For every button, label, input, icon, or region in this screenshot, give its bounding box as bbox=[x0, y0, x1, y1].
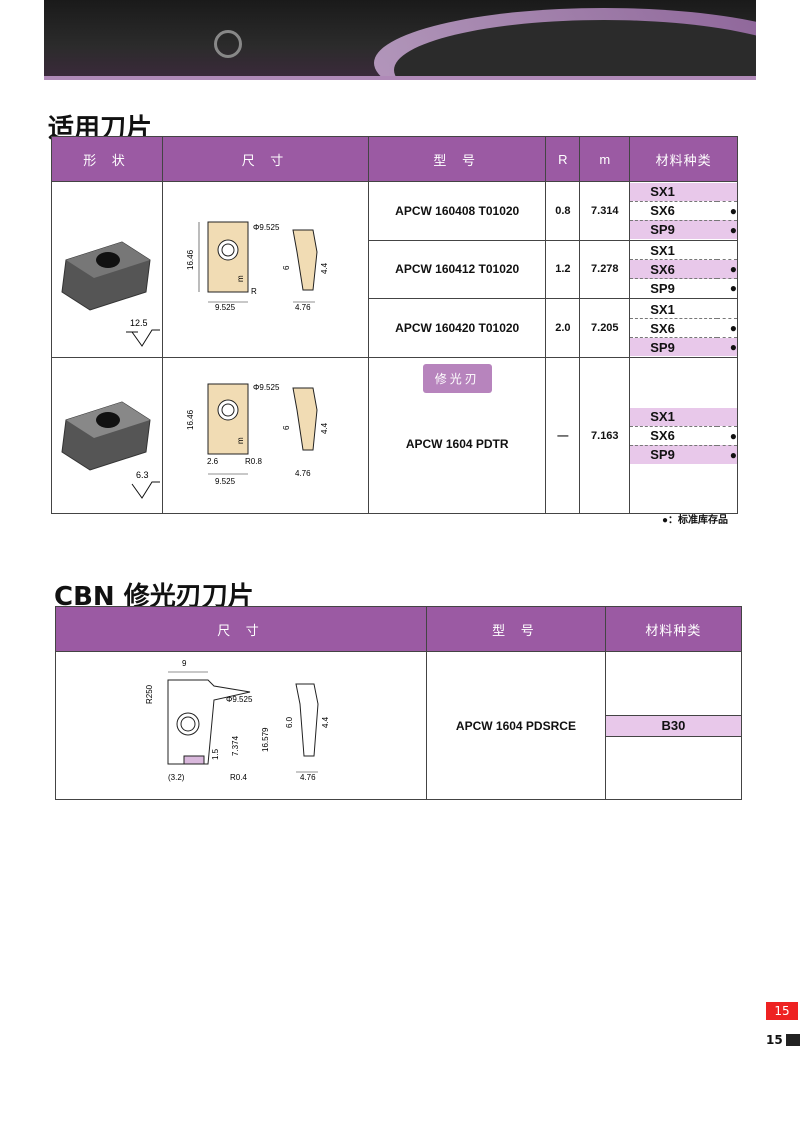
grade-label: SP9 bbox=[630, 278, 717, 298]
insert-photo-1: 12.5 bbox=[61, 241, 160, 347]
insert-photo-cell-2: 6.3 bbox=[51, 357, 163, 514]
dim-w: (3.2) bbox=[168, 773, 185, 782]
screw-icon bbox=[214, 30, 242, 58]
stock-note: ●：标准库存品 bbox=[662, 515, 729, 526]
dim-d6: 6.0 bbox=[285, 716, 294, 728]
grade-label: SP9 bbox=[630, 337, 717, 357]
grade-label: SX1 bbox=[650, 301, 675, 317]
r-cell: 1.2 bbox=[545, 239, 581, 300]
material-cell: SX1 SX6● SP9● bbox=[629, 239, 738, 300]
grade-label: SX6 bbox=[630, 318, 717, 338]
model-cell: APCW 160420 T01020 bbox=[367, 298, 547, 358]
header-banner bbox=[44, 0, 756, 80]
material-cell: SX1 SX6● SP9● bbox=[629, 298, 738, 358]
cbn-table: 尺 寸 型 号 材料种类 9 R250 Φ9.525 16.579 7.374 … bbox=[55, 606, 743, 800]
material-cell: SX1 SX6● SP9● bbox=[629, 181, 738, 241]
header-m: m bbox=[579, 136, 631, 182]
dim-d6-1: 6 bbox=[282, 265, 291, 270]
stock-dot-icon: ● bbox=[717, 318, 737, 338]
m-cell: 7.205 bbox=[579, 298, 631, 358]
dim-h1: 16.579 bbox=[261, 727, 270, 752]
insert-drawing-cell-1: Φ9.525 16.46 9.525 m R 6 4.4 4.76 bbox=[162, 181, 369, 358]
dim-d6-2: 6 bbox=[282, 425, 291, 430]
grade-label: SX6 bbox=[630, 259, 717, 279]
header-model: 型 号 bbox=[367, 136, 547, 182]
page-number-bar bbox=[786, 1034, 800, 1046]
dim-phi-2: Φ9.525 bbox=[253, 383, 280, 392]
model-cell: APCW 160408 T01020 bbox=[367, 181, 547, 241]
insert-drawing-1: Φ9.525 16.46 9.525 m R 6 4.4 4.76 bbox=[186, 221, 329, 312]
dim-thickness: 4.76 bbox=[300, 773, 316, 782]
grade-label: SX6 bbox=[630, 425, 717, 445]
grade-label: SP9 bbox=[630, 444, 717, 464]
insert-drawing-2: Φ9.525 16.46 m 2.6 R0.8 9.525 6 4.4 4.76 bbox=[186, 383, 329, 486]
dim-r: R0.4 bbox=[230, 773, 247, 782]
insert-photo-2: 6.3 bbox=[61, 401, 160, 499]
cbn-drawing: 9 R250 Φ9.525 16.579 7.374 1.5 (3.2) R0.… bbox=[145, 659, 330, 782]
cbn-material-cell: B30 bbox=[604, 651, 743, 800]
dim-d44-2: 4.4 bbox=[320, 422, 329, 434]
page-number-badge: 15 bbox=[766, 1002, 798, 1020]
stock-dot-icon: ● bbox=[717, 219, 737, 239]
r-cell: 0.8 bbox=[545, 181, 581, 241]
r-cell: — bbox=[545, 357, 581, 514]
header-r: R bbox=[545, 136, 581, 182]
header-model: 型 号 bbox=[426, 606, 606, 652]
material-cell: SX1 SX6● SP9● bbox=[629, 357, 738, 514]
cbn-drawing-cell: 9 R250 Φ9.525 16.579 7.374 1.5 (3.2) R0.… bbox=[55, 651, 427, 800]
dim-width-1: 9.525 bbox=[215, 303, 236, 312]
stock-dot-icon: ● bbox=[717, 200, 737, 221]
insert-photo-cell-1: 12.5 bbox=[51, 181, 163, 358]
grade-label: SX1 bbox=[630, 407, 717, 426]
grade-label: SX1 bbox=[650, 242, 675, 258]
dim-m-2: m bbox=[236, 437, 245, 444]
stock-dot-icon: ● bbox=[717, 259, 737, 279]
model-cell-badge: 修光刃 APCW 1604 PDTR bbox=[367, 357, 547, 514]
dim-phi: Φ9.525 bbox=[226, 695, 253, 704]
grade-label: SP9 bbox=[630, 219, 717, 239]
insert-drawing-cell-2: Φ9.525 16.46 m 2.6 R0.8 9.525 6 4.4 4.76 bbox=[162, 357, 369, 514]
dim-h3: 1.5 bbox=[211, 748, 220, 760]
header-material: 材料种类 bbox=[629, 136, 738, 182]
dim-width-2: 9.525 bbox=[215, 477, 236, 486]
header-size: 尺 寸 bbox=[55, 606, 427, 652]
cbn-grade: B30 bbox=[605, 714, 741, 737]
inserts-table: 形 状 尺 寸 型 号 R m 材料种类 12.5 Φ9.525 16.46 bbox=[51, 136, 738, 514]
dim-r-1: R bbox=[251, 287, 257, 296]
dim-r-2: R0.8 bbox=[245, 457, 262, 466]
model-cell: APCW 160412 T01020 bbox=[367, 239, 547, 300]
dim-h2: 7.374 bbox=[231, 735, 240, 756]
cbn-model-cell: APCW 1604 PDSRCE bbox=[426, 651, 606, 800]
grade-label: SX6 bbox=[630, 200, 717, 221]
header-material: 材料种类 bbox=[604, 606, 743, 652]
dim-m-1: m bbox=[236, 275, 245, 282]
page-number: 15 bbox=[766, 1033, 783, 1047]
dim-d44: 4.4 bbox=[321, 716, 330, 728]
m-cell: 7.163 bbox=[579, 357, 631, 514]
dim-w2-2: 2.6 bbox=[207, 457, 219, 466]
stock-dot-icon: ● bbox=[717, 337, 737, 357]
stock-dot-icon: ● bbox=[717, 278, 737, 298]
stock-dot-icon: ● bbox=[717, 425, 737, 445]
dim-height-2: 16.46 bbox=[186, 409, 195, 430]
dim-d44-1: 4.4 bbox=[320, 262, 329, 274]
model-cell: APCW 1604 PDTR bbox=[405, 437, 509, 451]
r-cell: 2.0 bbox=[545, 298, 581, 358]
finishing-edge-badge: 修光刃 bbox=[422, 364, 492, 393]
stock-dot-icon: ● bbox=[717, 444, 737, 464]
dim-thickness-1: 4.76 bbox=[295, 303, 311, 312]
header-shape: 形 状 bbox=[51, 136, 163, 182]
m-cell: 7.278 bbox=[579, 239, 631, 300]
surface-roughness-2: 6.3 bbox=[136, 470, 149, 480]
surface-roughness-1: 12.5 bbox=[130, 318, 148, 328]
m-cell: 7.314 bbox=[579, 181, 631, 241]
dim-phi-1: Φ9.525 bbox=[253, 223, 280, 232]
dim-thickness-2: 4.76 bbox=[295, 469, 311, 478]
dim-r250: R250 bbox=[145, 684, 154, 704]
grade-label: SX1 bbox=[630, 182, 717, 202]
dim-top: 9 bbox=[182, 659, 187, 668]
dim-height-1: 16.46 bbox=[186, 249, 195, 270]
header-size: 尺 寸 bbox=[162, 136, 369, 182]
